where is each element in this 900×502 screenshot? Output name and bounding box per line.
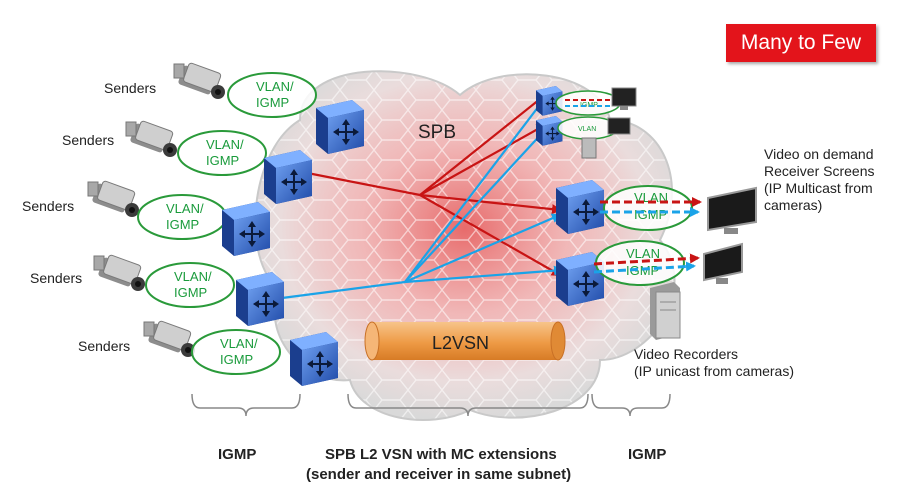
svg-text:VLAN: VLAN: [578, 126, 596, 133]
spb-cloud: [254, 70, 676, 421]
router-icon: [290, 332, 338, 386]
svg-text:VLAN/: VLAN/: [256, 79, 294, 94]
brace-right: [591, 393, 671, 417]
brace-left: [191, 393, 301, 417]
receiver-row-3: VLAN IGMP: [556, 180, 757, 234]
sender-row-2: VLAN/ IGMP: [125, 119, 312, 204]
svg-text:IGMP: IGMP: [206, 153, 239, 168]
server-icon: [650, 282, 681, 340]
camera-icon: [143, 319, 196, 358]
router-icon: [222, 202, 270, 256]
svg-text:IGMP: IGMP: [166, 217, 199, 232]
router-icon: [236, 272, 284, 326]
camera-icon: [173, 61, 226, 100]
brace-center: [347, 393, 589, 417]
video-recorders-label: Video Recorders (IP unicast from cameras…: [634, 346, 795, 379]
svg-text:VLAN: VLAN: [626, 246, 660, 261]
bottom-spb-l2vsn-line1: SPB L2 VSN with MC extensions: [325, 446, 557, 463]
sender-row-5: VLAN/ IGMP: [143, 319, 338, 386]
tunnel-label: L2VSN: [432, 333, 489, 353]
monitor-icon: [607, 117, 631, 135]
cloud-label: SPB: [418, 122, 456, 143]
video-on-demand-label: Video on demand Receiver Screens (IP Mul…: [764, 146, 875, 213]
senders-label-5: Senders: [78, 338, 131, 354]
l2vsn-tunnel: [364, 321, 566, 361]
svg-text:VLAN/: VLAN/: [220, 336, 258, 351]
svg-text:IGMP: IGMP: [174, 285, 207, 300]
many-to-few-badge: Many to Few: [726, 24, 876, 62]
server-icon: [581, 137, 597, 159]
svg-text:VLAN/: VLAN/: [206, 137, 244, 152]
camera-icon: [93, 253, 146, 292]
monitor-icon: [611, 87, 637, 110]
camera-icon: [125, 119, 178, 158]
red-multicast-arrows: [291, 93, 562, 276]
sender-row-4: VLAN/ IGMP: [93, 253, 284, 326]
svg-text:IGMP: IGMP: [256, 95, 289, 110]
senders-label-1: Senders: [104, 80, 157, 96]
svg-text:VLAN/: VLAN/: [174, 269, 212, 284]
router-icon: [316, 100, 364, 154]
monitor-icon: [707, 186, 757, 234]
router-icon: [556, 180, 604, 234]
svg-text:IGMP: IGMP: [220, 352, 253, 367]
sender-row-1: VLAN/ IGMP: [173, 61, 364, 154]
svg-text:IGMP: IGMP: [634, 207, 667, 222]
receiver-row-4: VLAN IGMP: [556, 240, 743, 340]
blue-multicast-arrows: [281, 96, 564, 300]
bottom-spb-l2vsn-line2: (sender and receiver in same subnet): [306, 466, 572, 483]
sender-row-3: VLAN/ IGMP: [87, 179, 270, 256]
bottom-igmp-left: IGMP: [218, 446, 257, 463]
camera-icon: [87, 179, 140, 218]
senders-label-3: Senders: [22, 198, 75, 214]
receiver-top-small: IGMP: [536, 86, 637, 116]
senders-label-4: Senders: [30, 270, 83, 286]
receiver-mid-small: VLAN: [536, 116, 631, 159]
svg-text:VLAN/: VLAN/: [166, 201, 204, 216]
router-icon: [264, 150, 312, 204]
senders-label-2: Senders: [62, 132, 115, 148]
monitor-icon: [703, 242, 743, 284]
bottom-igmp-right: IGMP: [628, 446, 667, 463]
